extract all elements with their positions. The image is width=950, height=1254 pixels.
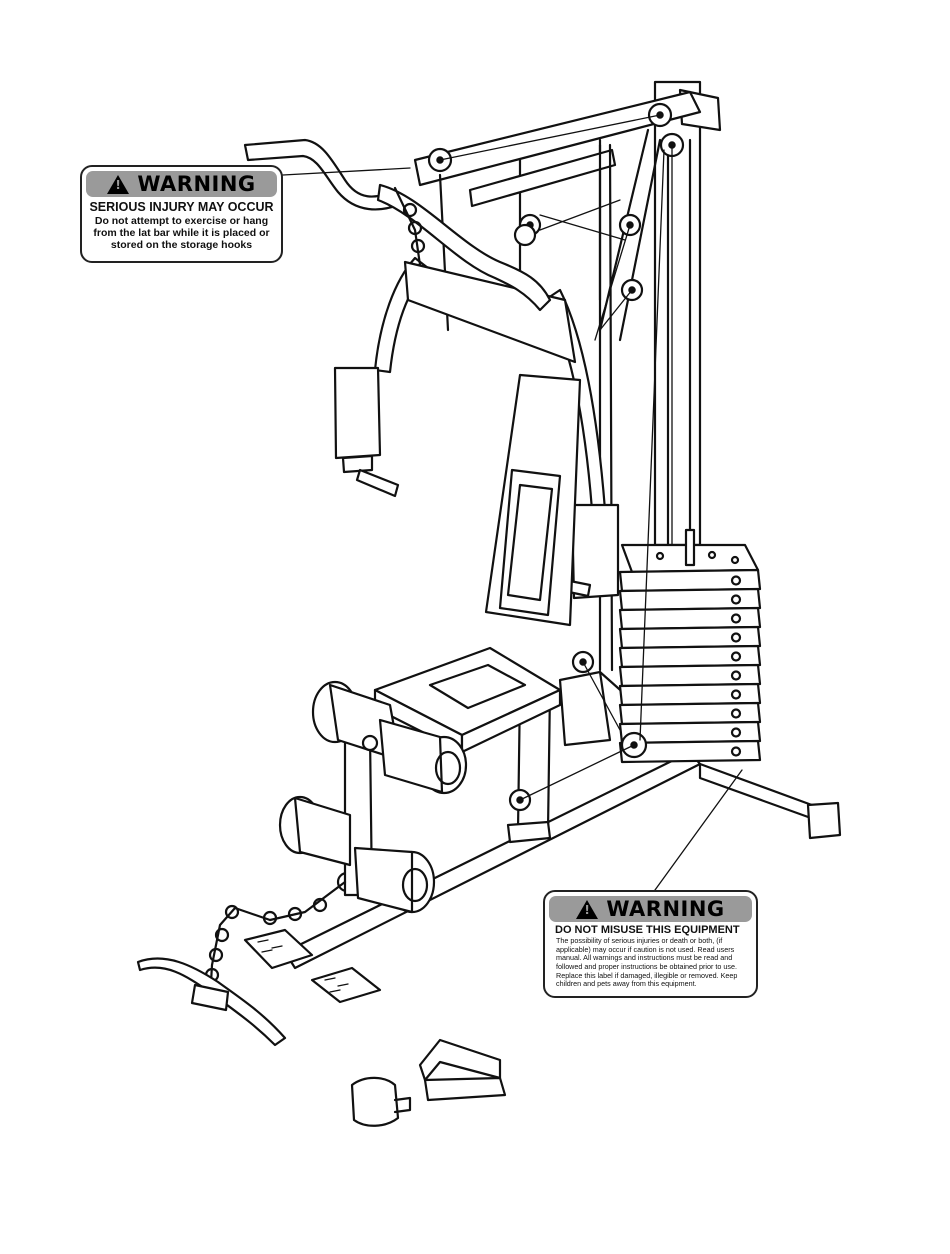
weight-plate: [618, 720, 762, 745]
low-cable-accessories: [136, 880, 347, 1047]
warning-triangle-icon: !: [107, 174, 130, 194]
weight-plate: [618, 682, 762, 707]
weight-plate-pin-hole: [730, 613, 742, 624]
left-press-pad: [333, 366, 382, 460]
weight-plate-pin-hole: [730, 632, 742, 643]
weight-plate: [618, 701, 762, 726]
lat-bar: [243, 138, 552, 312]
pulleys: [336, 102, 685, 893]
weight-plate-pin-hole: [730, 594, 742, 605]
base-frame: [283, 670, 842, 970]
weight-plate: [618, 625, 762, 650]
warning-label-lat-bar: ! WARNING SERIOUS INJURY MAY OCCUR Do no…: [80, 165, 283, 263]
rear-foot-cap: [806, 801, 842, 840]
warning-label-misuse: ! WARNING DO NOT MISUSE THIS EQUIPMENT T…: [543, 890, 758, 998]
weight-plate: [618, 587, 762, 612]
warning-body: Do not attempt to exercise or hang from …: [93, 215, 270, 251]
weight-plate-pin-hole: [730, 708, 742, 719]
stirrup-handle-grip: [423, 1076, 507, 1102]
press-arms: [333, 256, 620, 600]
weight-plate: [618, 663, 762, 688]
leg-developer: [278, 680, 468, 914]
warning-header: ! WARNING: [549, 896, 752, 922]
weight-plate-pin-hole: [730, 575, 742, 586]
weight-plate-pin-hole: [730, 727, 742, 738]
foot-plates: [243, 928, 382, 1004]
warning-body: The possibility of serious injuries or d…: [556, 936, 738, 989]
short-bar: [136, 957, 287, 1047]
cables: [439, 114, 673, 801]
weight-plate: [618, 606, 762, 631]
weight-plates: [618, 568, 762, 764]
top-boom: [413, 90, 702, 187]
lat-chain: [393, 186, 422, 267]
warning-header: ! WARNING: [86, 171, 277, 197]
weight-plate-pin-hole: [730, 670, 742, 681]
selector-pin: [684, 528, 696, 567]
warning-subtitle: DO NOT MISUSE THIS EQUIPMENT: [555, 924, 740, 936]
warning-triangle-icon: !: [576, 899, 599, 919]
weight-plate-pin-hole: [730, 651, 742, 662]
weight-plate: [618, 739, 762, 764]
warning-subtitle: SERIOUS INJURY MAY OCCUR: [89, 200, 274, 214]
stirrup-handle-top: [418, 1038, 502, 1082]
weight-plate-pin-hole: [730, 689, 742, 700]
label-leader-lines: [282, 167, 743, 891]
attachments: [350, 1038, 507, 1127]
ankle-strap: [350, 1076, 400, 1127]
weight-plate: [618, 568, 762, 593]
weight-stack-tower: [620, 80, 760, 574]
back-pad: [484, 373, 582, 627]
weight-plate-pin-hole: [730, 746, 742, 757]
left-press-handle: [355, 468, 400, 498]
weight-plate: [618, 644, 762, 669]
